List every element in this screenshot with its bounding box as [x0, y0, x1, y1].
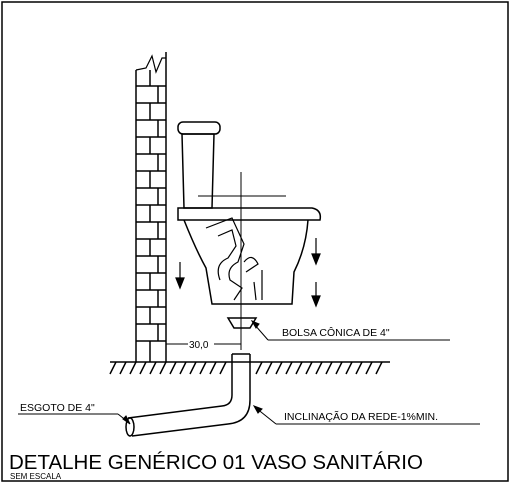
bolsa-label: BOLSA CÔNICA DE 4"	[282, 326, 390, 339]
inclinacao-label: INCLINAÇÃO DA REDE-1%MIN.	[284, 410, 438, 423]
toilet-tank	[177, 121, 221, 209]
drain-pipe	[125, 353, 251, 437]
leader-inclinacao	[252, 405, 480, 425]
toilet-bowl	[177, 207, 322, 305]
brick-wall	[135, 52, 167, 362]
drawing-title: DETALHE GENÉRICO 01 VASO SANITÁRIO	[9, 451, 423, 474]
dimension-label: 30,0	[189, 340, 209, 351]
drawing-subtitle: SEM ESCALA	[10, 472, 62, 481]
flow-arrows	[175, 238, 321, 308]
esgoto-label: ESGOTO DE 4"	[20, 402, 95, 414]
center-lines	[198, 172, 286, 350]
leader-bolsa	[250, 319, 450, 341]
conical-socket	[226, 317, 258, 329]
leader-esgoto	[18, 413, 131, 425]
